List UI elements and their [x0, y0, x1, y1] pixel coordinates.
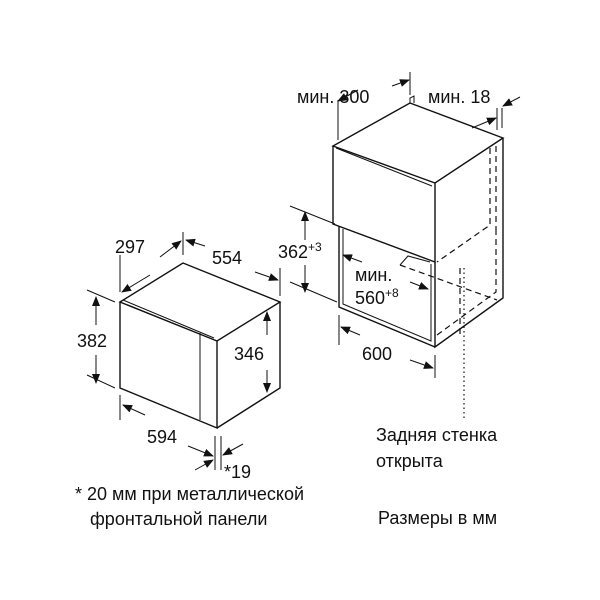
footnote-line1: * 20 мм при металлической [75, 484, 304, 504]
cabinet-width-label: 600 [362, 344, 392, 364]
appliance-width-top-label: 554 [212, 248, 242, 268]
door-offset-label: *19 [224, 462, 251, 482]
niche-min-label: мин. [355, 265, 392, 285]
appliance-width-front-label: 594 [147, 427, 177, 447]
niche-drawing [289, 72, 521, 420]
appliance-depth-label: 297 [115, 237, 145, 257]
appliance-inner-height-label: 346 [234, 344, 264, 364]
niche-min-gap-label: мин. 18 [428, 87, 490, 107]
appliance-height-label: 382 [77, 331, 107, 351]
back-wall-note-line2: открыта [376, 451, 444, 471]
microwave-drawing [86, 232, 282, 471]
units-note: Размеры в мм [378, 508, 497, 528]
niche-height-label: 362+3 [278, 240, 322, 262]
niche-min-depth-label: мин. 300 [297, 87, 369, 107]
niche-width-label: 560+8 [355, 286, 399, 308]
footnote-line2: фронтальной панели [90, 509, 267, 529]
back-wall-note-line1: Задняя стенка [376, 425, 498, 445]
